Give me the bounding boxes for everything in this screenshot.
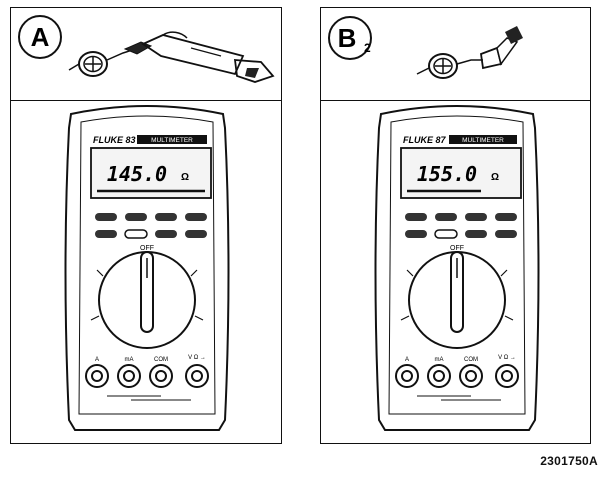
button-rel[interactable] [495, 213, 517, 221]
rotary-selector-dial[interactable]: OFF [90, 245, 204, 349]
jack-com[interactable]: COM [149, 357, 173, 388]
jack-v-ohm[interactable]: V Ω → [495, 355, 519, 388]
button-peak[interactable] [405, 230, 427, 238]
function-buttons [405, 213, 517, 239]
svg-text:OFF: OFF [140, 245, 154, 252]
label-circle [328, 16, 372, 60]
panel-label-subscript: 2 [364, 41, 371, 55]
lcd-display [90, 147, 212, 199]
brand-label: FLUKE 83 [93, 135, 136, 145]
button-hold[interactable] [435, 213, 457, 221]
setup-illustration-b: B 2 [328, 16, 523, 79]
jack-a[interactable]: A [395, 357, 419, 388]
lcd-display [400, 147, 522, 199]
jack-label: A [405, 357, 409, 363]
button-hold[interactable] [125, 213, 147, 221]
panel-a: A FLUKE 83 MULTIMETER 145.0 [10, 7, 282, 444]
panel-divider [11, 100, 281, 101]
jack-com[interactable]: COM [459, 357, 483, 388]
panel-divider [321, 100, 590, 101]
jack-label: COM [154, 357, 168, 363]
jack-a[interactable]: A [85, 357, 109, 388]
button-peak[interactable] [95, 230, 117, 238]
button-light[interactable] [185, 230, 207, 238]
panel-label: B [338, 23, 357, 53]
lcd-reading: 145.0 [107, 162, 167, 186]
model-badge-label: MULTIMETER [462, 137, 504, 144]
connector-plug-icon [416, 53, 483, 79]
jack-v-ohm[interactable]: V Ω → [185, 355, 209, 388]
model-badge [449, 135, 517, 144]
button-minmax[interactable] [155, 213, 177, 221]
button-minmax[interactable] [465, 213, 487, 221]
lcd-unit: Ω [181, 172, 189, 183]
test-lead-icon [480, 26, 523, 70]
test-leads-icon [123, 31, 275, 83]
panel-b: B 2 FLUKE 87 MULTIMETER 155.0 Ω [320, 7, 591, 444]
jack-label: COM [464, 357, 478, 363]
jack-label: V Ω → [498, 355, 516, 361]
jack-label: A [95, 357, 99, 363]
jack-label: mA [435, 357, 444, 363]
multimeter-a: FLUKE 83 MULTIMETER 145.0 Ω OFF [64, 105, 230, 431]
multimeter-b: FLUKE 87 MULTIMETER 155.0 Ω OFF [374, 105, 540, 431]
jack-label: V Ω → [188, 355, 206, 361]
input-jacks: A mA COM V Ω → [85, 355, 209, 401]
button-light[interactable] [495, 230, 517, 238]
button-rel[interactable] [185, 213, 207, 221]
button-range[interactable] [95, 213, 117, 221]
jack-ma[interactable]: mA [427, 357, 451, 388]
button-range[interactable] [405, 213, 427, 221]
rotary-selector-dial[interactable]: OFF [400, 245, 514, 349]
panel-label: A [31, 22, 50, 52]
jack-label: mA [125, 357, 134, 363]
model-badge [137, 135, 207, 144]
function-buttons [95, 213, 207, 239]
setup-illustration-a: A [18, 15, 275, 83]
lcd-reading: 155.0 [417, 162, 477, 186]
button-beep[interactable] [155, 230, 177, 238]
label-circle [18, 15, 62, 59]
input-jacks: A mA COM V Ω → [395, 355, 519, 401]
button-hz[interactable] [434, 229, 458, 239]
brand-label: FLUKE 87 [403, 135, 447, 145]
connector-plug-icon [68, 47, 140, 77]
svg-text:OFF: OFF [450, 245, 464, 252]
lcd-unit: Ω [491, 172, 499, 183]
button-beep[interactable] [465, 230, 487, 238]
model-badge-label: MULTIMETER [151, 137, 193, 144]
figure-id: 2301750A [540, 454, 598, 468]
button-hz[interactable] [124, 229, 148, 239]
jack-ma[interactable]: mA [117, 357, 141, 388]
